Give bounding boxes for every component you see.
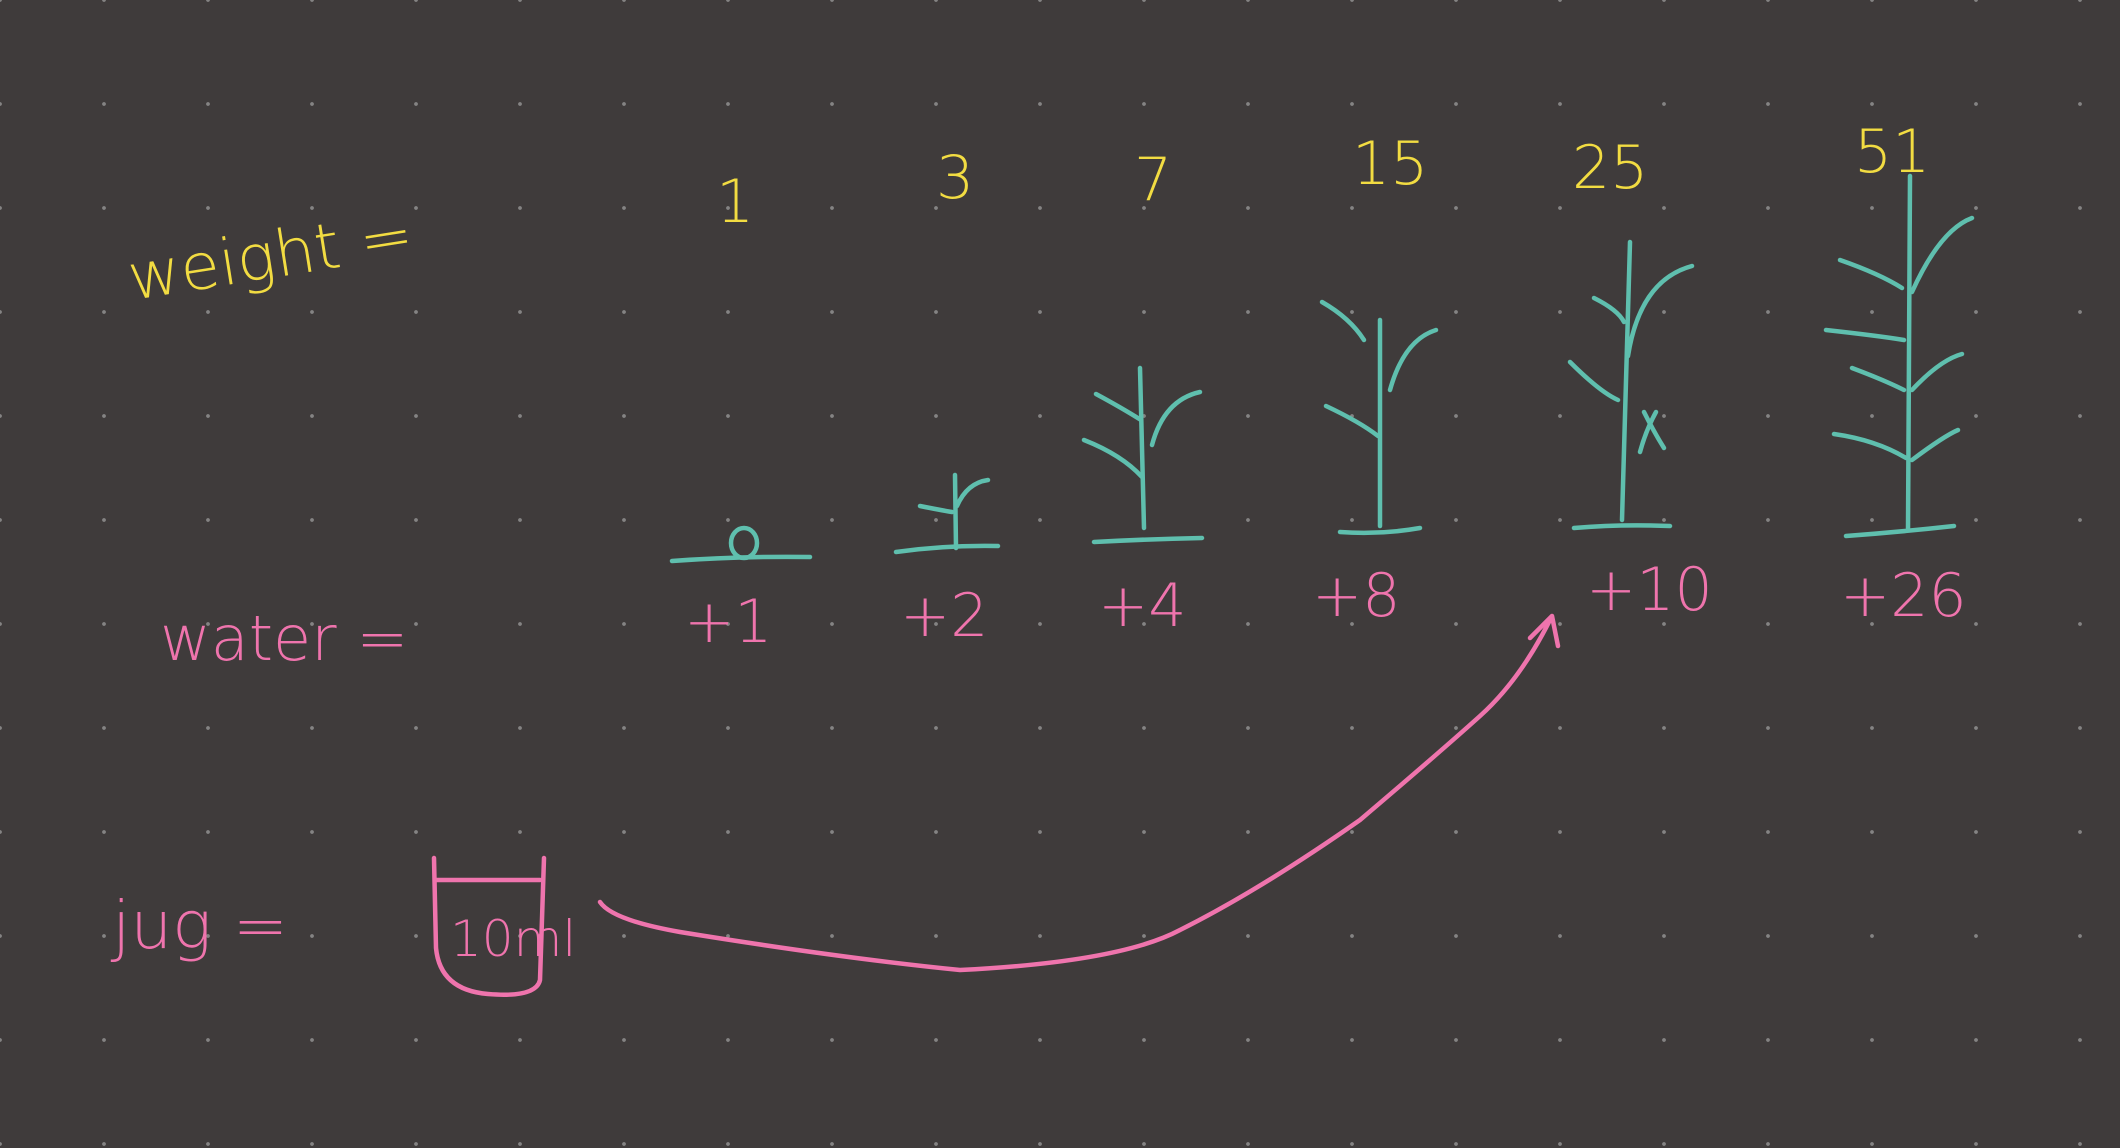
plant-seed [669,525,813,564]
weight-value-4: 15 [1352,129,1428,199]
jug-amount: 10ml [450,910,576,968]
water-amount-4: +8 [1312,561,1400,631]
pour-arrow [597,613,1561,973]
water-amount-3: +4 [1098,571,1186,641]
water-amount-1: +1 [684,587,772,657]
weight-value-1: 1 [716,167,754,237]
weight-row-label: weight = [123,198,419,316]
water-amount-5: +10 [1586,555,1713,625]
plant-young [1319,299,1439,536]
weight-values: 1 3 7 15 25 51 [716,117,1930,237]
water-amounts: +1 +2 +4 +8 +10 +26 [684,555,1967,657]
jug-row-label: jug = [110,887,288,964]
plant-sprout [893,472,1001,555]
plant-seedling [1081,365,1205,545]
plant-mature [1823,173,1975,539]
weight-value-2: 3 [936,143,974,213]
plant-growing [1567,239,1695,531]
weight-value-3: 7 [1134,145,1172,215]
water-amount-6: +26 [1840,561,1967,631]
weight-value-6: 51 [1854,117,1930,187]
water-row-label: water = [160,602,408,675]
weight-value-5: 25 [1572,133,1648,203]
water-amount-2: +2 [900,581,988,651]
jug-icon [431,855,547,997]
